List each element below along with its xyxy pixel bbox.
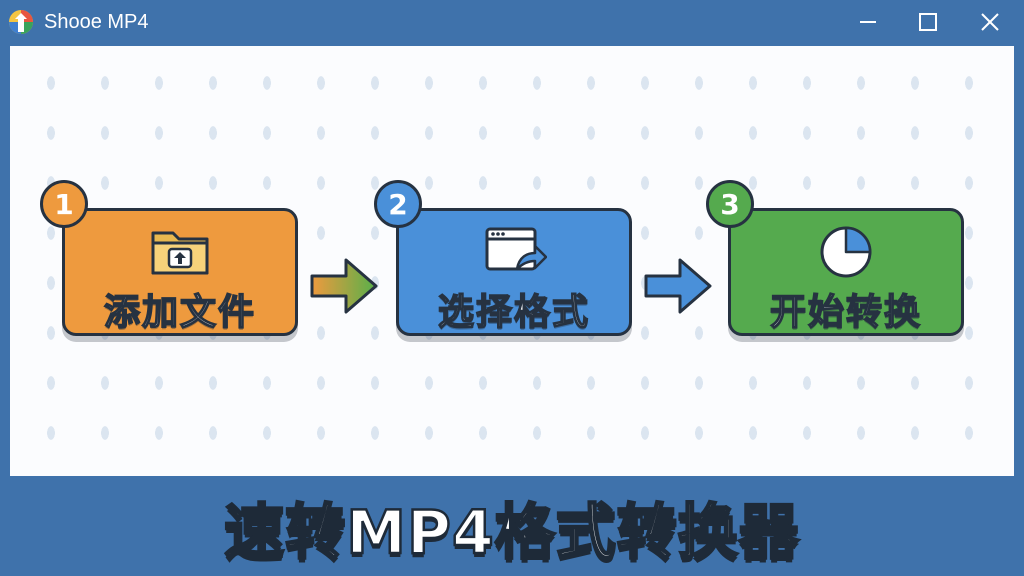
title-bar[interactable]: Shooe MP4	[0, 0, 1024, 44]
step-select-format-card[interactable]: 选择格式	[396, 208, 632, 336]
pie-chart-icon	[820, 226, 872, 278]
arrow-right-icon	[310, 258, 378, 314]
window-share-icon	[485, 227, 547, 271]
minimize-icon	[860, 21, 876, 23]
folder-upload-icon	[151, 231, 209, 275]
step-2-badge: 2	[374, 180, 422, 228]
step-start-convert-card[interactable]: 开始转换	[728, 208, 964, 336]
step-start-convert-label: 开始转换	[769, 291, 922, 334]
close-icon	[981, 13, 999, 31]
step-add-file-card[interactable]: 添加文件	[62, 208, 298, 336]
maximize-icon	[919, 13, 937, 31]
minimize-button[interactable]	[840, 0, 896, 44]
step-1-badge: 1	[40, 180, 88, 228]
banner-title: 速转MP4格式转换器	[223, 497, 800, 570]
step-3-badge: 3	[706, 180, 754, 228]
step-add-file-label: 添加文件	[103, 291, 256, 334]
step-select-format-label: 选择格式	[437, 291, 590, 334]
close-button[interactable]	[962, 0, 1018, 44]
window-title: Shooe MP4	[44, 11, 149, 33]
arrow-right-icon	[644, 258, 712, 314]
maximize-button[interactable]	[900, 0, 956, 44]
app-logo-icon	[9, 10, 33, 34]
content-area: 添加文件 1 选择格式 2	[10, 46, 1014, 476]
